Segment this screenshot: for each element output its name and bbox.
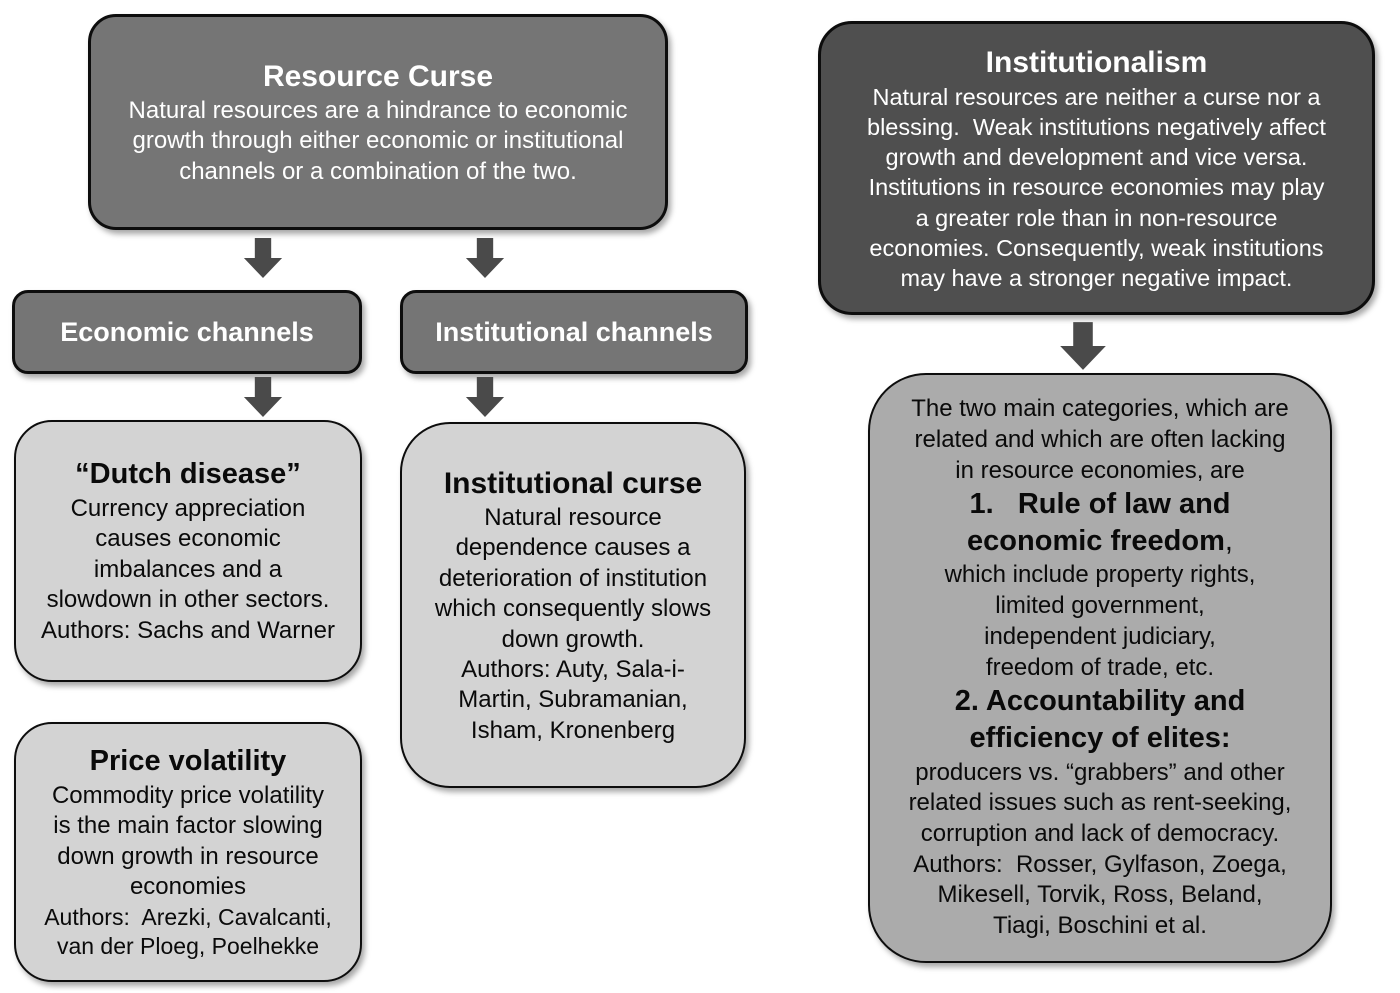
down-arrow-icon	[243, 377, 283, 417]
down-arrow-icon	[1060, 322, 1106, 370]
institutional-channels-box: Institutional channels	[400, 290, 748, 374]
dutch-disease-body: Currency appreciation causes economic im…	[46, 494, 330, 614]
category-1-title-text: 1. Rule of law and economic freedom	[967, 488, 1231, 558]
dutch-disease-box: “Dutch disease” Currency appreciation ca…	[14, 420, 362, 682]
institutionalism-box: Institutionalism Natural resources are n…	[818, 21, 1375, 315]
institutionalism-body: Natural resources are neither a curse no…	[867, 84, 1326, 291]
category-2-title: 2. Accountability and efficiency of elit…	[954, 685, 1246, 755]
down-arrow-icon	[465, 238, 505, 278]
institutional-curse-title: Institutional curse	[443, 466, 703, 500]
institutional-channels-label: Institutional channels	[435, 316, 713, 347]
resource-curse-box: Resource Curse Natural resources are a h…	[88, 14, 668, 230]
down-arrow-icon	[465, 377, 505, 417]
category-1-body: which include property rights, limited g…	[944, 561, 1256, 681]
price-volatility-box: Price volatility Commodity price volatil…	[14, 722, 362, 982]
category-1-comma: ,	[1224, 525, 1233, 558]
institutional-curse-box: Institutional curse Natural resource dep…	[400, 422, 746, 788]
dutch-disease-authors: Authors: Sachs and Warner	[41, 616, 335, 644]
institutional-curse-authors: Authors: Auty, Sala-i- Martin, Subramani…	[458, 655, 688, 744]
down-arrow-icon	[243, 238, 283, 278]
categories-authors: Authors: Rosser, Gylfason, Zoega, Mikese…	[913, 850, 1287, 940]
economic-channels-box: Economic channels	[12, 290, 362, 374]
institutional-curse-body: Natural resource dependence causes a det…	[434, 503, 712, 653]
dutch-disease-title: “Dutch disease”	[75, 457, 301, 490]
institutionalism-title: Institutionalism	[985, 46, 1208, 80]
category-2-body: producers vs. “grabbers” and other relat…	[908, 758, 1292, 848]
categories-intro: The two main categories, which are relat…	[911, 395, 1289, 484]
price-volatility-body: Commodity price volatility is the main f…	[51, 781, 325, 901]
price-volatility-title: Price volatility	[89, 745, 287, 778]
resource-curse-body: Natural resources are a hindrance to eco…	[128, 96, 628, 185]
economic-channels-label: Economic channels	[60, 316, 314, 347]
categories-box: The two main categories, which are relat…	[868, 373, 1332, 963]
price-volatility-authors: Authors: Arezki, Cavalcanti, van der Plo…	[44, 903, 332, 959]
resource-curse-title: Resource Curse	[262, 59, 494, 93]
category-1-title: 1. Rule of law and economic freedom,	[967, 486, 1233, 560]
